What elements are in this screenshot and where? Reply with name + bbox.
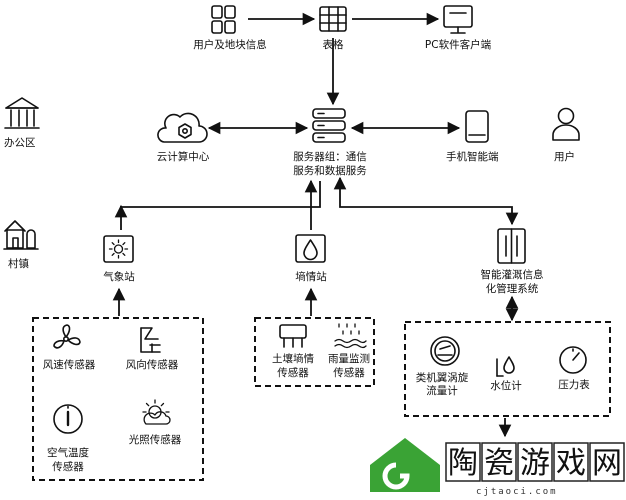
weather-station-node: 气象站	[103, 235, 135, 283]
cabinet-icon	[497, 228, 526, 264]
pressure-gauge-sensor: 压力表	[558, 346, 590, 391]
user-info-label: 用户及地块信息	[193, 38, 267, 51]
gauge-dial-icon	[53, 404, 83, 434]
server-label-line1: 服务器组：通信	[293, 150, 367, 163]
office-node: 办公区	[4, 97, 40, 149]
flow-meter-label-line2: 流量计	[426, 384, 458, 397]
wind-vane-icon	[140, 327, 161, 353]
soil-sensor-group	[254, 317, 375, 387]
flow-meter-icon	[430, 336, 460, 366]
rain-gauge-icon	[334, 323, 367, 349]
wind-speed-label: 风速传感器	[43, 358, 96, 371]
pc-client-node: PC软件客户端	[425, 5, 492, 51]
office-label: 办公区	[4, 136, 36, 149]
mobile-label: 手机智能端	[446, 150, 499, 163]
irrigation-sensor-group	[404, 321, 611, 417]
pressure-label: 压力表	[558, 378, 590, 391]
air-temp-label-line2: 传感器	[52, 460, 84, 473]
cloud-label: 云计算中心	[157, 150, 210, 163]
cloud-node: 云计算中心	[157, 112, 210, 163]
house-icon	[3, 220, 39, 250]
server-label-line2: 服务和数据服务	[293, 164, 367, 177]
sun-icon	[108, 239, 129, 259]
irrigation-label-line2: 化管理系统	[486, 282, 539, 295]
flow-meter-sensor: 类机翼涡旋 流量计	[416, 336, 469, 397]
cloud-icon	[157, 112, 208, 143]
arrow-weather-to-server	[120, 181, 321, 212]
fan-icon	[53, 324, 81, 349]
building-icon	[4, 97, 40, 129]
water-level-icon	[496, 356, 515, 377]
water-drop-icon	[303, 239, 318, 261]
user-node: 用户	[552, 107, 580, 163]
watermark-url: cjtaoci.com	[476, 487, 558, 497]
soil-moisture-label-line1: 土壤墒情	[272, 352, 314, 365]
watermark-char: 网	[592, 446, 622, 481]
irrigation-system-node: 智能灌溉信息 化管理系统	[481, 228, 544, 295]
watermark-title: 陶 瓷 游 戏 网	[445, 442, 625, 482]
watermark-char: 瓷	[484, 446, 514, 481]
monitor-icon	[443, 5, 473, 34]
server-node: 服务器组：通信 服务和数据服务	[293, 108, 367, 177]
brand-logo-icon	[370, 438, 440, 492]
light-sensor: 光照传感器	[129, 399, 182, 446]
soil-station-label: 墒情站	[295, 270, 327, 283]
weather-station-label: 气象站	[103, 270, 135, 283]
tablet-icon	[465, 110, 489, 143]
user-info-node: 用户及地块信息	[193, 5, 267, 51]
wind-direction-label: 风向传感器	[126, 358, 179, 371]
rain-label-line2: 传感器	[333, 366, 365, 379]
person-icon	[552, 107, 580, 141]
water-level-sensor: 水位计	[490, 356, 522, 392]
water-level-label: 水位计	[490, 379, 522, 392]
weather-sensor-group	[32, 317, 204, 481]
watermark-char: 陶	[448, 446, 478, 481]
watermark-char: 游	[520, 446, 550, 481]
village-node: 村镇	[3, 220, 39, 270]
soil-station-node: 墒情站	[295, 234, 327, 283]
documents-icon	[211, 5, 236, 34]
mobile-node: 手机智能端	[446, 110, 499, 163]
table-icon	[319, 6, 347, 32]
soil-station-frame	[295, 234, 326, 263]
watermark-char: 戏	[556, 446, 586, 481]
flow-meter-label-line1: 类机翼涡旋	[416, 371, 469, 384]
light-label: 光照传感器	[129, 433, 182, 446]
watermark: 陶 瓷 游 戏 网 cjtaoci.com	[370, 438, 625, 497]
wind-direction-sensor: 风向传感器	[126, 327, 179, 371]
server-icon	[312, 108, 346, 143]
irrigation-label-line1: 智能灌溉信息	[481, 268, 544, 281]
pc-client-label: PC软件客户端	[425, 38, 492, 51]
arrow-server-irrigation	[333, 176, 519, 226]
soil-probe-icon	[279, 324, 307, 348]
sun-cloud-icon	[142, 399, 171, 425]
air-temp-sensor: 空气温度 传感器	[47, 404, 89, 473]
weather-station-frame	[103, 235, 134, 263]
user-label: 用户	[554, 150, 575, 163]
rain-label-line1: 雨量监测	[328, 352, 370, 365]
wind-speed-sensor: 风速传感器	[43, 324, 96, 371]
air-temp-label-line1: 空气温度	[47, 446, 89, 459]
village-label: 村镇	[8, 257, 29, 270]
rain-sensor: 雨量监测 传感器	[328, 323, 370, 379]
soil-moisture-label-line2: 传感器	[277, 366, 309, 379]
soil-moisture-sensor: 土壤墒情 传感器	[272, 324, 314, 379]
pressure-gauge-icon	[559, 346, 587, 374]
